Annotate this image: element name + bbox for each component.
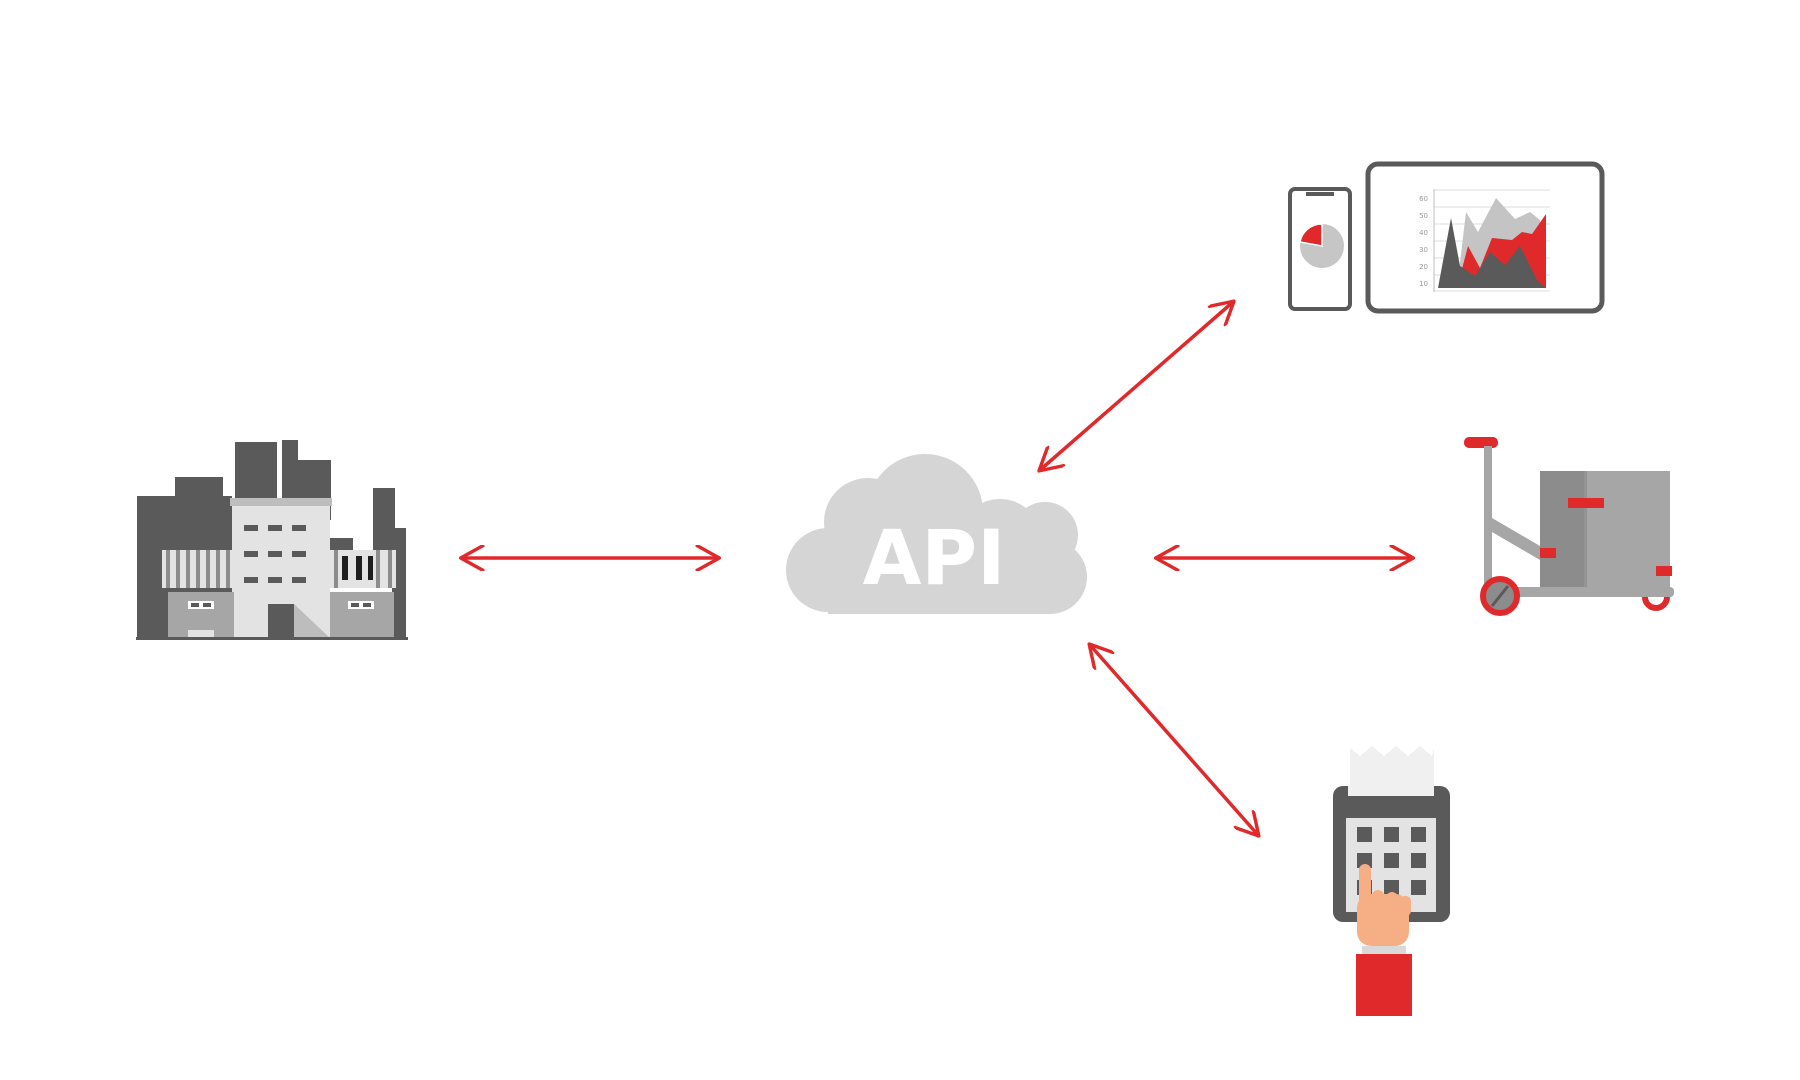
tick-label: 20 [1419, 263, 1428, 271]
pointing-hand-icon [1356, 864, 1412, 1016]
tick-label: 30 [1419, 246, 1428, 254]
area-chart-icon: 60 50 40 30 20 10 [1419, 189, 1550, 292]
factory-icon [136, 440, 408, 640]
tick-label: 40 [1419, 229, 1428, 237]
cloud-label: API [863, 513, 1006, 602]
cloud-icon: API [786, 454, 1087, 614]
connector-arrows [462, 302, 1412, 835]
arrow-api-devices [1040, 302, 1233, 470]
payment-terminal-icon [1333, 746, 1450, 1016]
tick-label: 10 [1419, 280, 1428, 288]
arrow-api-payment [1090, 645, 1258, 835]
pie-chart-icon [1299, 223, 1344, 268]
devices-dashboard-icon: 60 50 40 30 20 10 [1288, 161, 1605, 314]
tick-label: 50 [1419, 212, 1428, 220]
tick-label: 60 [1419, 195, 1428, 203]
hand-truck-box-icon [1464, 437, 1674, 616]
